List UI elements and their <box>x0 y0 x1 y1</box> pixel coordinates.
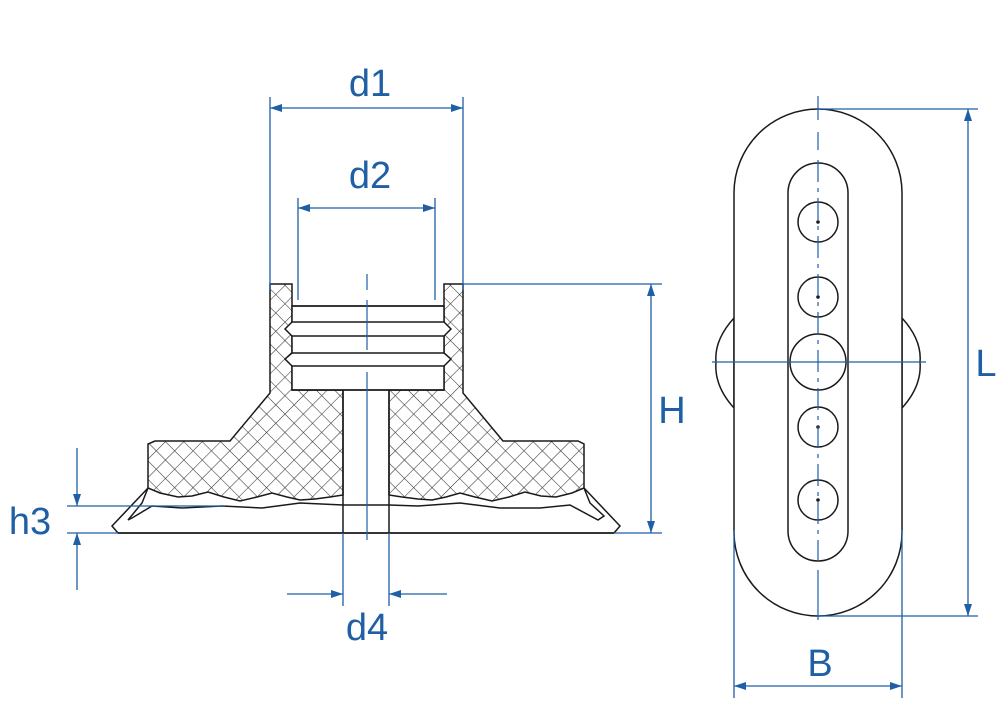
dimension-L <box>818 108 978 617</box>
side-lug-left <box>715 316 735 410</box>
label-L: L <box>975 343 996 385</box>
dimension-H <box>463 283 662 534</box>
dimension-B <box>733 530 903 698</box>
label-d2: d2 <box>349 155 391 197</box>
label-d1: d1 <box>349 63 391 105</box>
label-B: B <box>807 643 832 685</box>
thread-grooves <box>283 305 453 391</box>
dimension-d2 <box>297 198 436 300</box>
section-view <box>110 283 622 534</box>
label-h3: h3 <box>9 501 51 543</box>
top-view-centerlines <box>712 96 926 620</box>
dimension-d1 <box>269 97 464 290</box>
side-lug-right <box>901 316 921 410</box>
dimension-d4 <box>287 533 447 606</box>
label-d4: d4 <box>346 607 388 649</box>
dimension-h3 <box>67 448 225 590</box>
label-H: H <box>658 390 685 432</box>
